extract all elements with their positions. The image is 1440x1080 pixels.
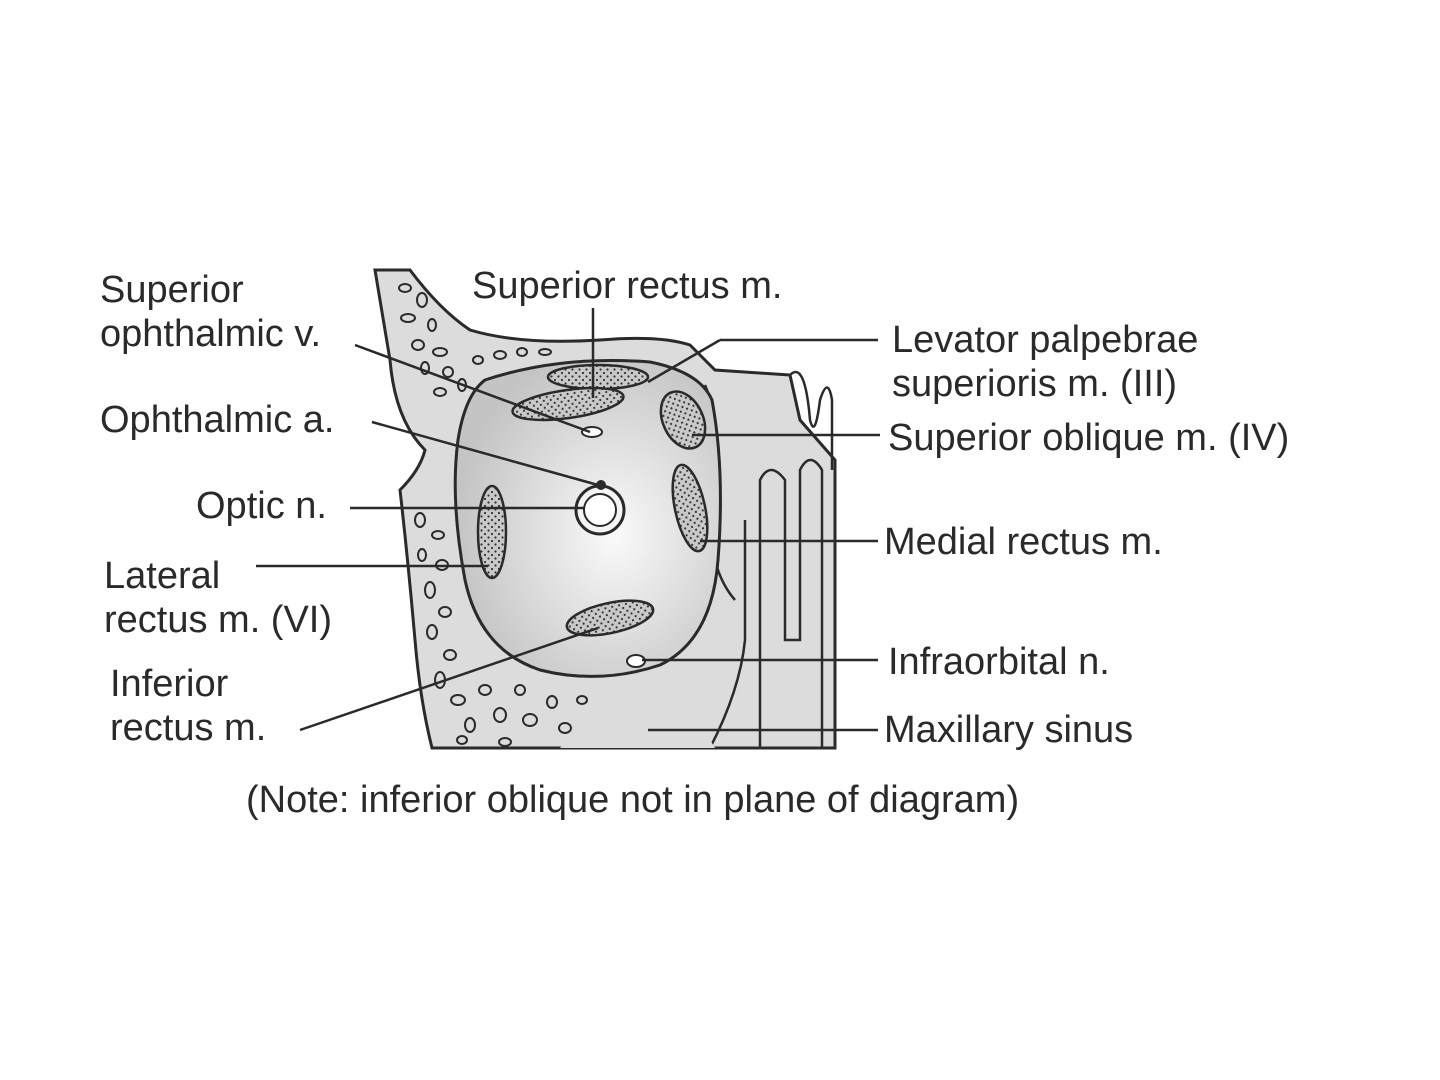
bone-pores <box>398 283 588 747</box>
superior-ophthalmic-vein <box>581 426 603 438</box>
label-infraorbital-n: Infraorbital n. <box>888 641 1110 683</box>
label-optic-n: Optic n. <box>196 485 327 527</box>
label-maxillary-sinus: Maxillary sinus <box>884 709 1134 751</box>
label-superior-ophthalmic-v: Superior ophthalmic v. <box>100 269 322 355</box>
label-levator-palpebrae: Levator palpebrae superioris m. (III) <box>892 319 1199 405</box>
levator-muscle <box>511 386 625 422</box>
label-inferior-rectus: Inferior rectus m. <box>110 663 267 749</box>
ophthalmic-artery <box>596 480 606 490</box>
medial-rectus-muscle <box>671 463 709 553</box>
label-superior-oblique: Superior oblique m. (IV) <box>888 417 1290 459</box>
maxillary-sinus-region <box>560 690 715 748</box>
leader-lines <box>256 308 880 732</box>
diagram-note: (Note: inferior oblique not in plane of … <box>246 779 1020 821</box>
label-lateral-rectus: Lateral rectus m. (VI) <box>104 555 333 641</box>
label-medial-rectus: Medial rectus m. <box>884 521 1163 563</box>
superior-rectus-muscle <box>546 363 650 391</box>
lateral-rectus-muscle <box>476 484 508 580</box>
label-ophthalmic-a: Ophthalmic a. <box>100 399 335 441</box>
optic-nerve-inner <box>583 493 617 527</box>
inferior-rectus-muscle <box>565 599 655 637</box>
label-superior-rectus: Superior rectus m. <box>472 265 783 307</box>
